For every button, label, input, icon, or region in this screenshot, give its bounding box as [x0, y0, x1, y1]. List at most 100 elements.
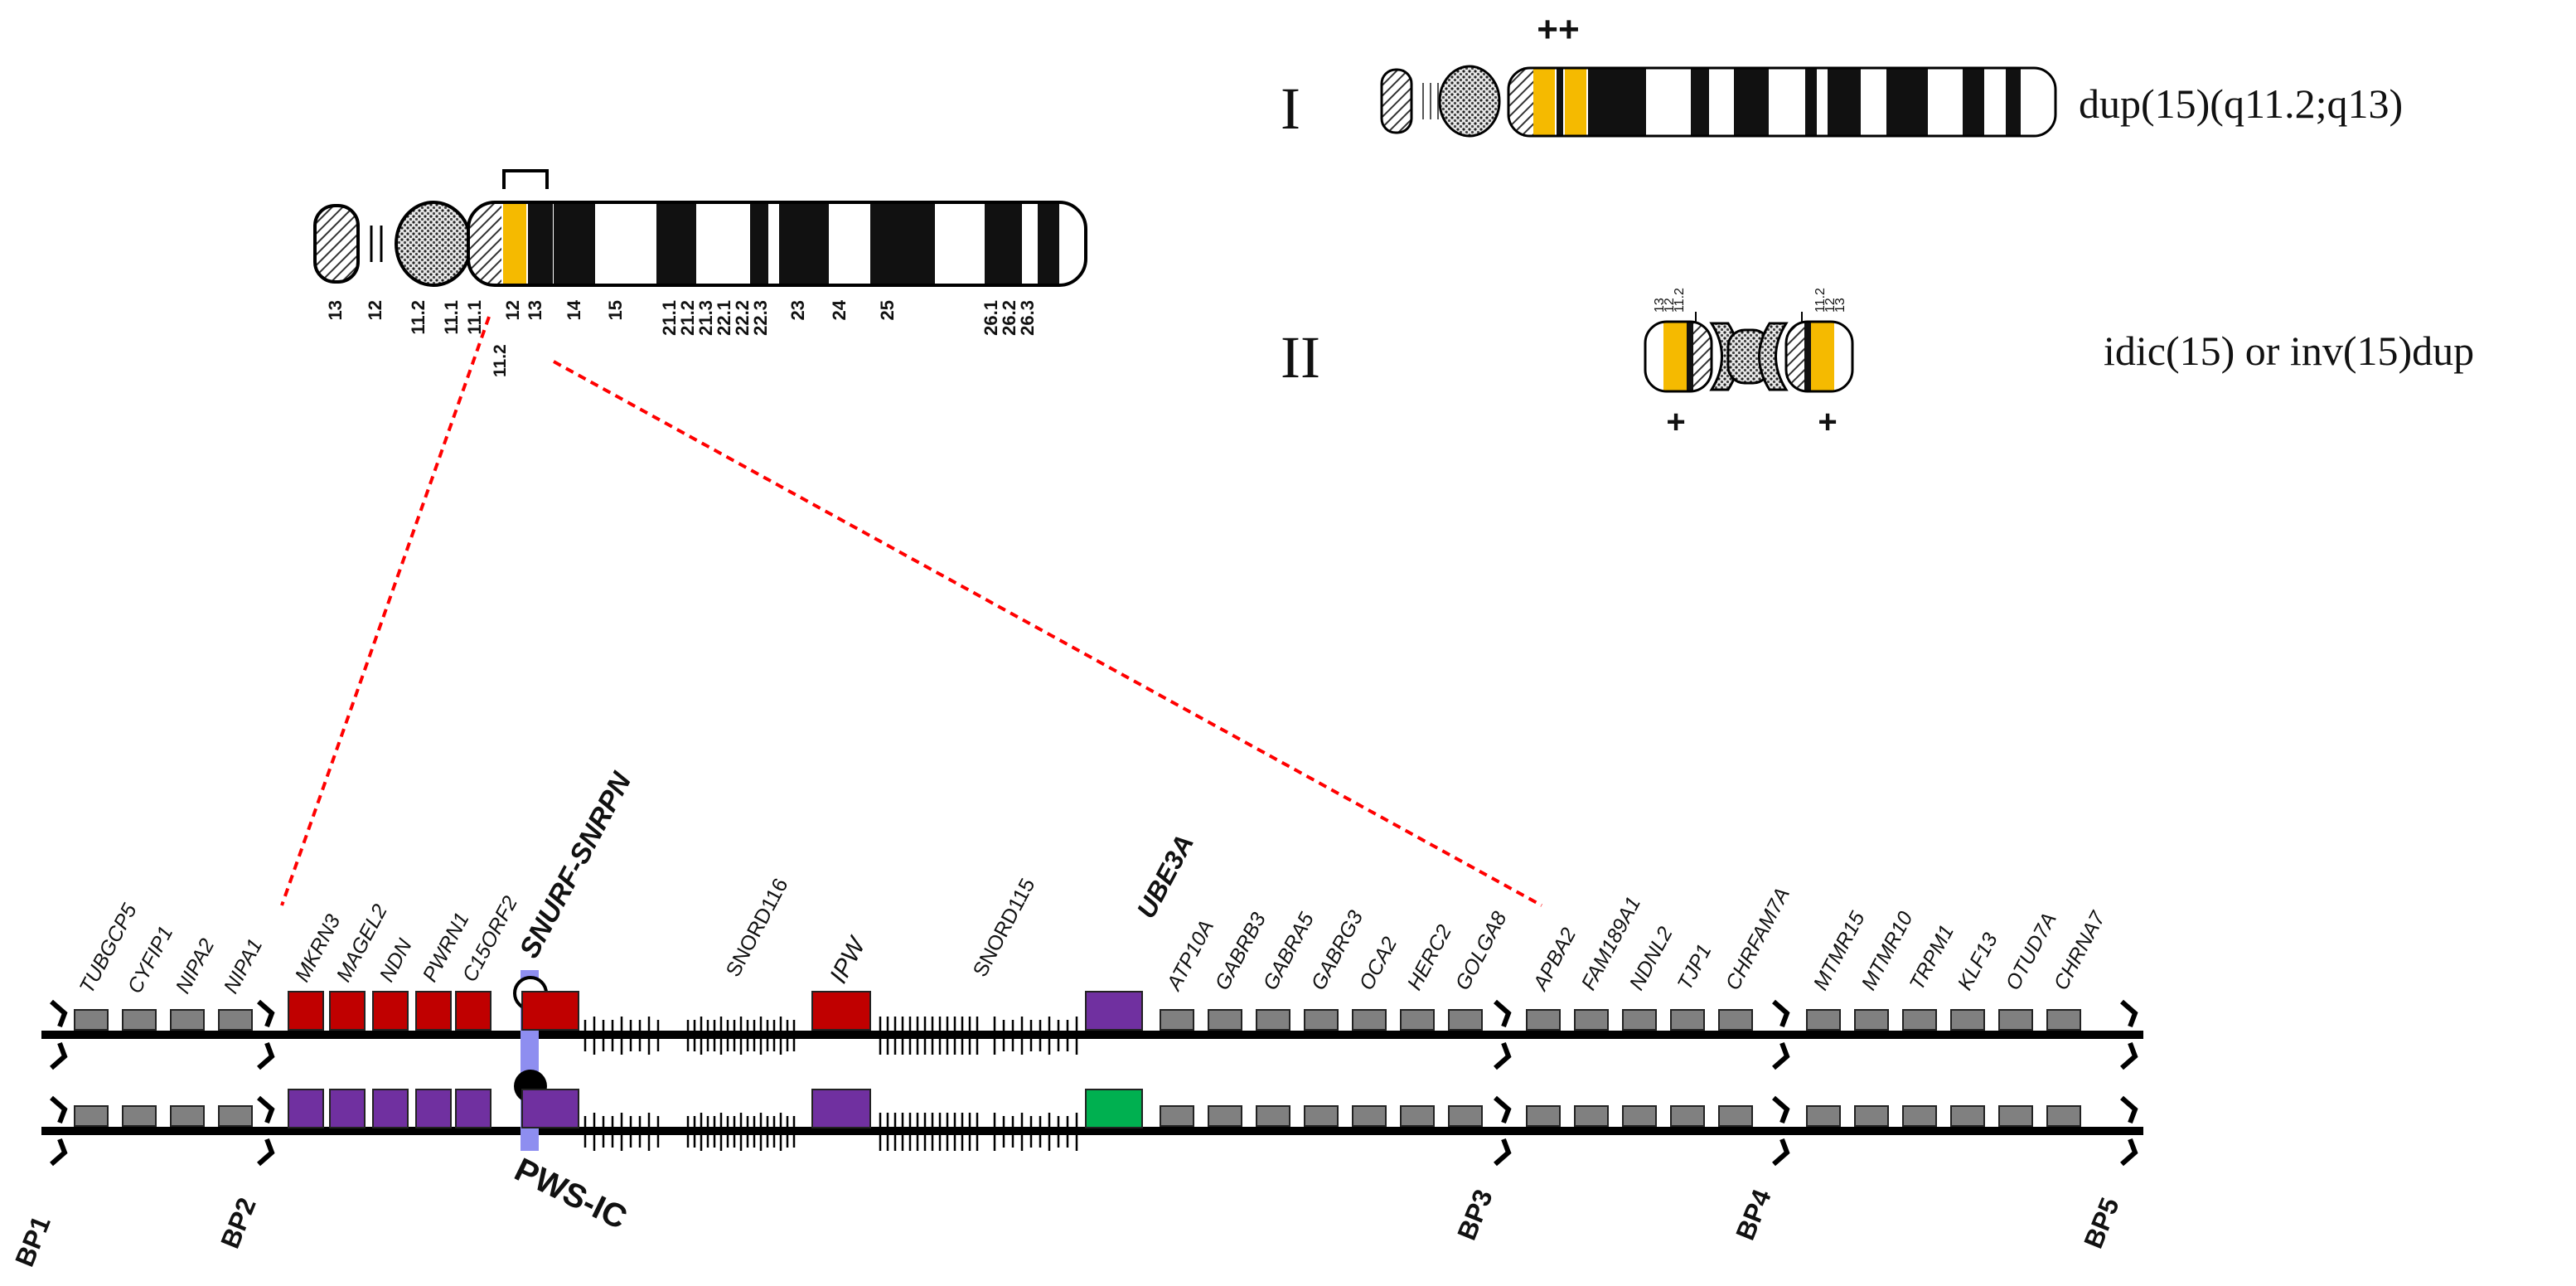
gray-gene-box [218, 1105, 253, 1127]
gray-gene-box [1998, 1105, 2033, 1127]
band-label-p: 13 [325, 300, 346, 320]
gene-label: NIPA2 [172, 934, 220, 997]
zoom-line-left [280, 316, 491, 906]
purple-gene-box-maternal [455, 1089, 491, 1128]
gene-label-ube3a: UBE3A [1131, 830, 1199, 924]
gray-gene-box [1160, 1009, 1194, 1031]
gray-gene-box [122, 1009, 157, 1031]
gray-gene-box [218, 1009, 253, 1031]
gray-gene-box [2046, 1009, 2081, 1031]
breakpoint-label-bp1: BP1 [9, 1211, 56, 1270]
gray-gene-box [1902, 1009, 1937, 1031]
red-gene-box-paternal [455, 991, 491, 1031]
gray-gene-box [1574, 1009, 1609, 1031]
gray-gene-box [1718, 1105, 1753, 1127]
bp-chevron-top [1494, 1095, 1512, 1124]
idic-label-right: 11.2 [1813, 288, 1828, 313]
dup-band-1 [1533, 68, 1555, 136]
band-label-q: 26.3 [1017, 300, 1038, 336]
bp-chevron-bottom [257, 1138, 275, 1167]
breakpoint-label-bp2: BP2 [215, 1193, 262, 1252]
p-arm-stalk [395, 201, 472, 287]
gray-gene-box [74, 1009, 109, 1031]
gene-boxes [74, 991, 2081, 1128]
bp-chevron-top [50, 1095, 68, 1124]
gene-label: KLF13 [1954, 929, 2002, 994]
ube3a-paternal [1085, 991, 1143, 1031]
region-bracket [502, 169, 549, 189]
band-label-q: 21.3 [695, 300, 716, 336]
bp-chevron-top [2120, 1095, 2138, 1124]
gene-label-ipw: IPW [825, 931, 872, 988]
gene-label: NIPA1 [220, 935, 268, 997]
bp-chevron-top [1772, 1095, 1790, 1124]
bp-chevron-top [257, 999, 275, 1028]
gray-gene-box [122, 1105, 157, 1127]
chromosome-I-dup: I ++ dup(15)(q11.2;q13) [1281, 9, 2403, 142]
gray-gene-box [1574, 1105, 1609, 1127]
breakpoint-label-bp3: BP3 [1451, 1185, 1499, 1244]
gray-gene-box [1622, 1009, 1657, 1031]
ube3a-maternal [1085, 1089, 1143, 1128]
idic-label-right: 13 [1833, 298, 1847, 313]
gray-gene-box [1208, 1105, 1242, 1127]
p-arm-satellite [313, 204, 360, 284]
gene-label-imprinted: NDN [375, 934, 418, 986]
gene-label: CYFIP1 [123, 922, 178, 997]
plus-signs-I: ++ [1537, 9, 1579, 50]
gene-label: TJP1 [1673, 940, 1717, 994]
gene-label: OCA2 [1355, 933, 1402, 993]
band-label-p: 11.2 [408, 300, 429, 335]
gray-gene-box [1670, 1105, 1705, 1127]
red-gene-box-paternal [415, 991, 452, 1031]
gene-label: TRPM1 [1905, 921, 1959, 994]
red-gene-box-paternal [329, 991, 366, 1031]
dup-band-2 [1565, 68, 1586, 136]
band-label-q: 25 [877, 300, 898, 320]
band-label-q: 13 [525, 300, 545, 320]
gene-label-snord116: SNORD116 [722, 875, 793, 981]
gray-gene-box [1806, 1105, 1841, 1127]
band-label-q: 21.1 [659, 300, 680, 336]
red-gene-box-paternal [372, 991, 409, 1031]
gray-gene-box [1400, 1009, 1435, 1031]
gray-gene-box [1718, 1009, 1753, 1031]
zoom-line-right [553, 360, 1542, 907]
gray-gene-box [1304, 1105, 1339, 1127]
ipw-maternal [811, 1089, 871, 1128]
gray-gene-box [1256, 1105, 1290, 1127]
ipw-paternal [811, 991, 871, 1031]
gray-gene-box [1622, 1105, 1657, 1127]
red-gene-box-paternal [288, 991, 324, 1031]
breakpoint-label-bp5: BP5 [2078, 1193, 2125, 1252]
gene-label: NDNL2 [1625, 923, 1678, 994]
purple-gene-box-maternal [329, 1089, 366, 1128]
gray-gene-box [74, 1105, 109, 1127]
band-label-q: 22.3 [750, 300, 771, 336]
band-label-p: 12 [365, 300, 385, 320]
band-label-q: 24 [829, 299, 850, 320]
band-label-q: 12 [502, 300, 523, 320]
gray-gene-box [1806, 1009, 1841, 1031]
breakpoint-label-bp4: BP4 [1730, 1185, 1777, 1244]
snurf-snrpn-maternal [521, 1089, 579, 1128]
band-label-q: 23 [787, 300, 808, 320]
gene-label-imprinted: C15ORF2 [458, 892, 523, 986]
band-label-q: 26.2 [999, 300, 1019, 336]
gene-label: CHRFAM7A [1721, 884, 1794, 994]
band-label-q: 26.1 [981, 300, 1001, 336]
bp-chevron-bottom [257, 1041, 275, 1070]
breakpoint-labels: BP1 BP2 BP3 BP4 BP5 [9, 1185, 2125, 1270]
bp-chevron-bottom [1494, 1041, 1512, 1070]
snurf-snrpn-paternal [521, 991, 579, 1031]
idic-label-left: 13 [1653, 298, 1667, 313]
gray-gene-box [1902, 1105, 1937, 1127]
gray-gene-box [1854, 1105, 1889, 1127]
gene-label: GOLGA8 [1451, 908, 1512, 994]
gray-gene-box [1670, 1009, 1705, 1031]
idic-band-right [1811, 322, 1834, 391]
